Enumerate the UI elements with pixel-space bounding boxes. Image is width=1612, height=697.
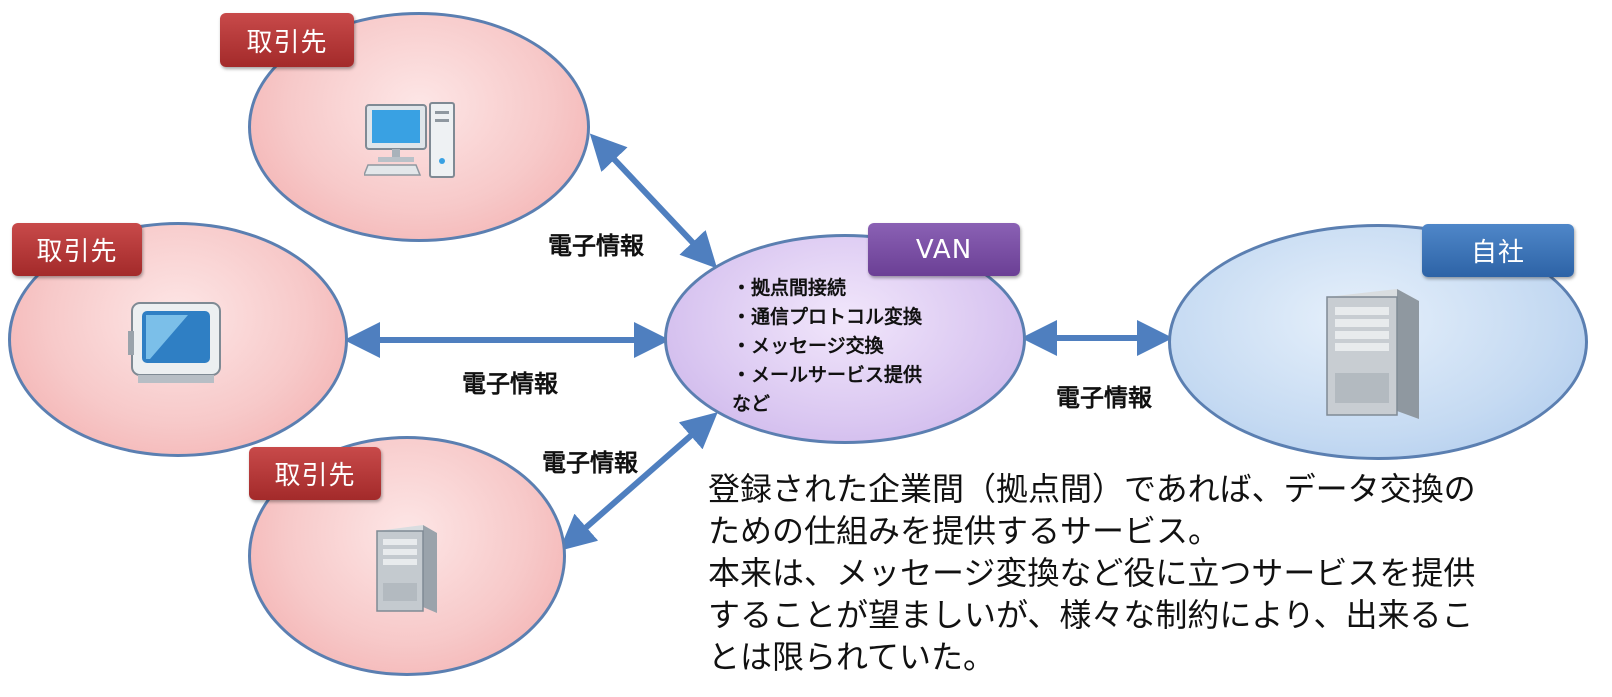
van-service-list: ・拠点間接続 ・通信プロトコル変換 ・メッセージ交換 ・メールサービス提供 など: [732, 274, 992, 419]
crt-monitor-icon: [128, 302, 221, 383]
partner-3-node: [248, 436, 566, 676]
partner-3-tag: 取引先: [249, 447, 381, 500]
van-service-item: ・メッセージ交換: [732, 335, 884, 357]
arrow-partner1-van: [589, 133, 718, 269]
partner-1-tag: 取引先: [220, 13, 354, 67]
server-tower-icon: [376, 525, 437, 613]
description-text: 登録された企業間（拠点間）であれば、データ交換の ための仕組みを提供するサービス…: [708, 468, 1608, 678]
van-service-item: ・通信プロトコル変換: [732, 306, 923, 328]
description-line: とは限られていた。: [708, 638, 996, 676]
partner-2-tag: 取引先: [12, 223, 142, 276]
flow-label-partner2: 電子情報: [462, 370, 558, 398]
description-line: ための仕組みを提供するサービス。: [708, 512, 1221, 550]
flow-label-partner3: 電子情報: [542, 449, 638, 477]
van-service-etc: など: [732, 393, 771, 415]
van-tag: VAN: [868, 223, 1020, 276]
description-line: することが望ましいが、様々な制約により、出来るこ: [708, 596, 1474, 634]
description-line: 本来は、メッセージ変換など役に立つサービスを提供: [708, 554, 1476, 592]
description-line: 登録された企業間（拠点間）であれば、データ交換の: [708, 470, 1476, 508]
arrow-partner3-van: [559, 412, 718, 551]
own-company-tag: 自社: [1422, 224, 1574, 277]
server-tower-icon: [1326, 289, 1419, 419]
flow-label-partner1: 電子情報: [548, 232, 644, 260]
van-service-item: ・メールサービス提供: [732, 364, 923, 386]
van-service-item: ・拠点間接続: [732, 277, 847, 299]
desktop-computer-icon: [364, 102, 455, 178]
flow-label-own: 電子情報: [1056, 384, 1152, 412]
